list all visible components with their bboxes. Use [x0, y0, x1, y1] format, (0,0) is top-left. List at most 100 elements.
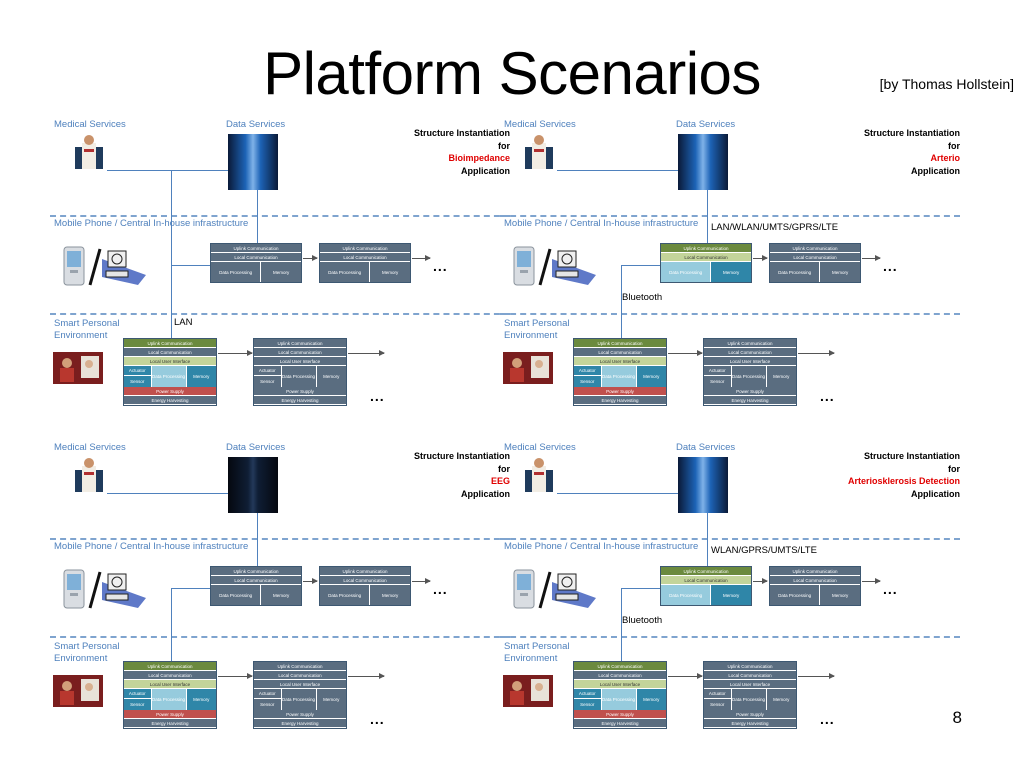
- local-connection: [171, 170, 172, 338]
- actuator-block: Actuator: [254, 689, 282, 699]
- memory-block: Memory: [186, 689, 216, 710]
- memory-block: Memory: [316, 689, 346, 710]
- smart-env-label-1: Smart Personal: [504, 318, 570, 329]
- local-protocol-label: Bluetooth: [622, 615, 663, 626]
- patient-room-image: [503, 675, 553, 707]
- smart-env-label-1: Smart Personal: [54, 318, 120, 329]
- local-communication-block: Local Communication: [124, 348, 216, 357]
- local-connection: [171, 588, 172, 661]
- structure-line-4: Application: [461, 488, 510, 499]
- more-gateways-ellipsis: ...: [883, 581, 898, 597]
- application-name: Arteriosklerosis Detection: [847, 476, 960, 486]
- more-nodes-ellipsis: ...: [370, 711, 385, 727]
- uplink-connection: [707, 513, 708, 566]
- structure-line-1: Structure Instantiation: [863, 128, 960, 138]
- memory-block: Memory: [370, 262, 410, 282]
- actuator-block: Actuator: [254, 366, 282, 376]
- power-supply-block: Power Supply: [124, 710, 216, 719]
- uplink-connection: [257, 513, 258, 566]
- memory-block: Memory: [711, 262, 751, 282]
- uplink-communication-block: Uplink Communication: [704, 662, 796, 671]
- layer-divider-2: [50, 636, 510, 638]
- actuator-block: Actuator: [574, 366, 602, 376]
- local-protocol-label: LAN: [174, 317, 193, 328]
- slide-title: Platform Scenarios: [263, 40, 761, 107]
- smart-env-label-2: Environment: [54, 653, 108, 664]
- memory-block: Memory: [820, 262, 860, 282]
- local-connection: [621, 265, 622, 338]
- structure-instantiation-text: Structure Instantiation for Arterio Appl…: [864, 127, 960, 177]
- arrow-node-out: [798, 673, 835, 679]
- application-name: Bioimpedance: [448, 153, 510, 163]
- arrow-node-to-node: [668, 673, 703, 679]
- energy-harvesting-block: Energy Harvesting: [254, 719, 346, 728]
- energy-harvesting-block: Energy Harvesting: [124, 396, 216, 405]
- phone-link-horizontal: [621, 588, 660, 589]
- data-processing-block: Data Processing: [211, 262, 262, 282]
- layer-divider-2: [50, 313, 510, 315]
- power-supply-block: Power Supply: [704, 387, 796, 396]
- smart-env-label-2: Environment: [504, 330, 558, 341]
- local-user-interface-block: Local User Interface: [574, 357, 666, 366]
- cloud-link-horizontal: [557, 493, 678, 494]
- cloud-link-horizontal: [107, 170, 228, 171]
- doctor-icon: [525, 458, 553, 492]
- power-supply-block: Power Supply: [254, 387, 346, 396]
- power-supply-block: Power Supply: [574, 387, 666, 396]
- local-communication-block: Local Communication: [770, 576, 860, 585]
- layer-divider-1: [50, 538, 510, 540]
- data-processing-block: Data Processing: [601, 366, 637, 387]
- arrow-node-to-node: [668, 350, 703, 356]
- actuator-block: Actuator: [574, 689, 602, 699]
- power-supply-block: Power Supply: [704, 710, 796, 719]
- data-center-image: [678, 457, 728, 513]
- layer-divider-1: [500, 215, 960, 217]
- arrow-primary-to-secondary: [753, 255, 768, 261]
- data-processing-block: Data Processing: [211, 585, 262, 605]
- data-services-label: Data Services: [676, 442, 736, 453]
- local-communication-block: Local Communication: [704, 671, 796, 680]
- sensor-block: Sensor: [254, 699, 282, 710]
- data-services-label: Data Services: [676, 119, 736, 130]
- memory-block: Memory: [261, 262, 301, 282]
- uplink-communication-block: Uplink Communication: [574, 662, 666, 671]
- doctor-icon: [75, 458, 103, 492]
- uplink-communication-block: Uplink Communication: [211, 244, 301, 253]
- layer-divider-1: [500, 538, 960, 540]
- patient-room-image: [503, 352, 553, 384]
- local-communication-block: Local Communication: [704, 348, 796, 357]
- memory-block: Memory: [711, 585, 751, 605]
- uplink-connection: [257, 190, 258, 243]
- arrow-node-to-node: [218, 350, 253, 356]
- phone-link-horizontal: [621, 265, 660, 266]
- memory-block: Memory: [316, 366, 346, 387]
- power-supply-block: Power Supply: [254, 710, 346, 719]
- application-name: EEG: [490, 476, 510, 486]
- application-name: Arterio: [930, 153, 960, 163]
- mobile-phone-label: Mobile Phone / Central In-house infrastr…: [54, 218, 249, 229]
- data-processing-block: Data Processing: [151, 689, 187, 710]
- local-communication-block: Local Communication: [574, 348, 666, 357]
- arrow-node-to-node: [218, 673, 253, 679]
- uplink-communication-block: Uplink Communication: [770, 244, 860, 253]
- phone-and-pc-icon: [63, 246, 146, 286]
- medical-services-label: Medical Services: [504, 119, 576, 130]
- data-processing-block: Data Processing: [661, 585, 712, 605]
- smart-env-label-2: Environment: [54, 330, 108, 341]
- uplink-communication-block: Uplink Communication: [320, 244, 410, 253]
- energy-harvesting-block: Energy Harvesting: [574, 719, 666, 728]
- energy-harvesting-block: Energy Harvesting: [124, 719, 216, 728]
- data-processing-block: Data Processing: [601, 689, 637, 710]
- data-processing-block: Data Processing: [320, 585, 371, 605]
- uplink-communication-block: Uplink Communication: [211, 567, 301, 576]
- memory-block: Memory: [186, 366, 216, 387]
